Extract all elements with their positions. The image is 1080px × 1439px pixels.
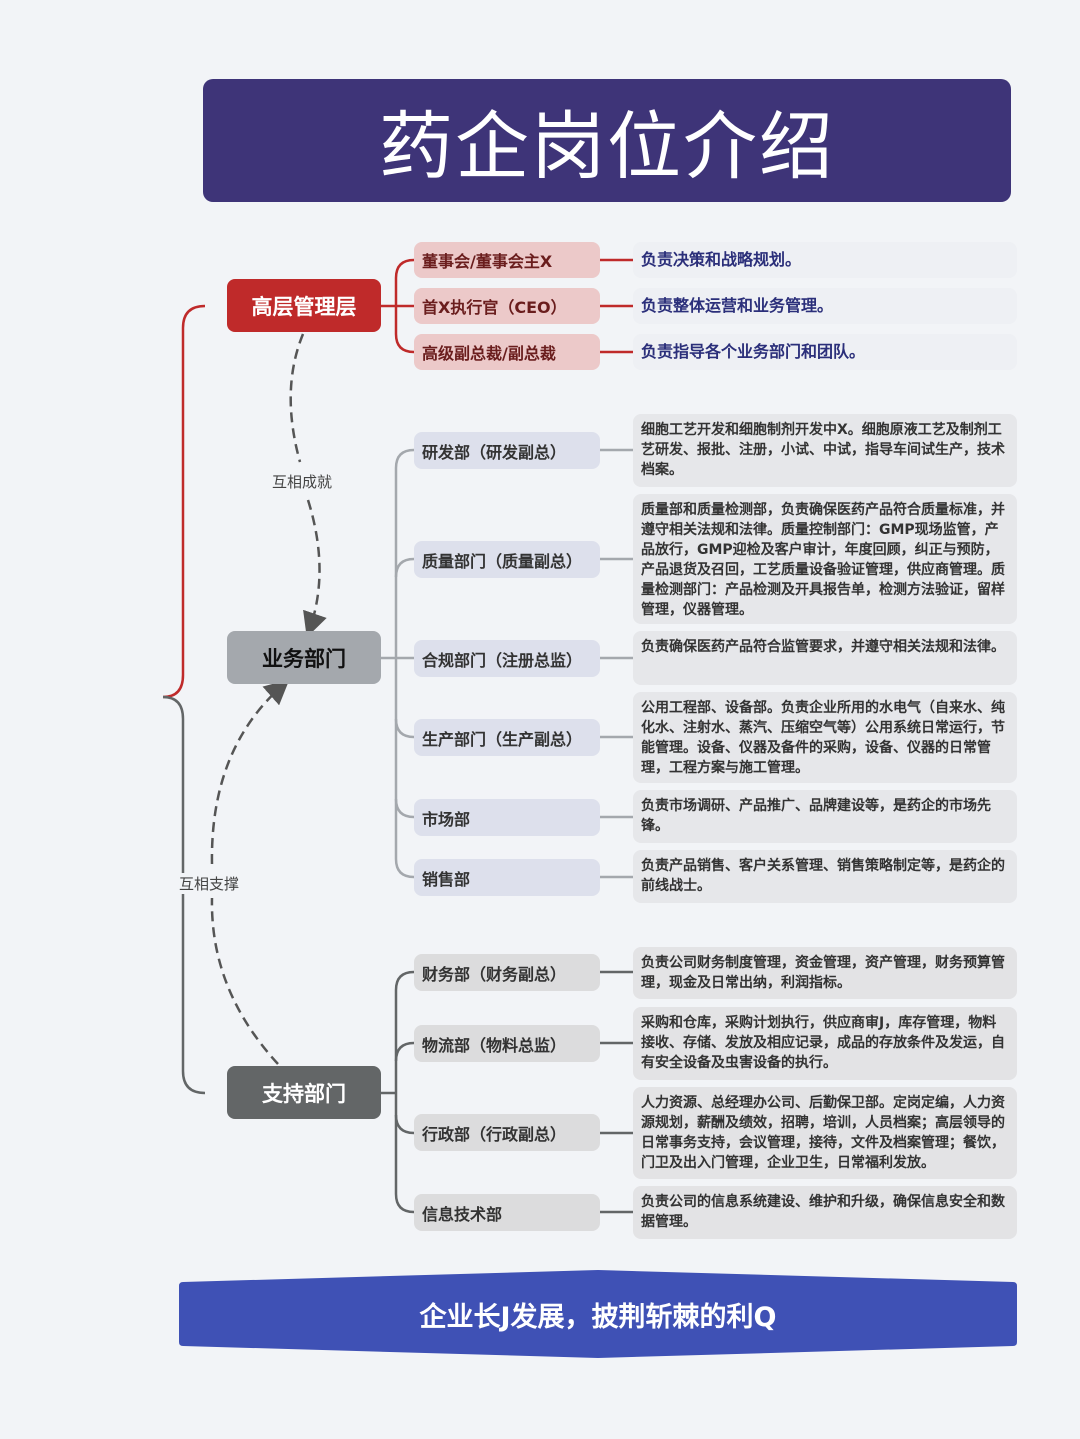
exec-desc-ceo: 负责整体运营和业务管理。	[633, 288, 1017, 324]
exec-desc-svp: 负责指导各个业务部门和团队。	[633, 334, 1017, 370]
dept-it[interactable]: 信息技术部	[414, 1194, 600, 1231]
desc-finance: 负责公司财务制度管理，资金管理，资产管理，财务预算管理，现金及日常出纳，利润指标…	[633, 947, 1017, 999]
node-exec-management[interactable]: 高层管理层	[227, 279, 381, 332]
footer-slogan: 企业长J发展，披荆斩棘的利Q	[419, 1301, 777, 1333]
node-support-departments[interactable]: 支持部门	[227, 1066, 381, 1119]
desc-logistics: 采购和仓库，采购计划执行，供应商审J，库存管理，物料接收、存储、发放及相应记录，…	[633, 1007, 1017, 1080]
dept-rnd[interactable]: 研发部（研发副总）	[414, 432, 600, 469]
desc-rnd: 细胞工艺开发和细胞制剂开发中X。细胞原液工艺及制剂工艺研发、报批、注册，小试、中…	[633, 414, 1017, 487]
dept-admin[interactable]: 行政部（行政副总）	[414, 1114, 600, 1151]
dept-marketing[interactable]: 市场部	[414, 799, 600, 836]
desc-sales: 负责产品销售、客户关系管理、销售策略制定等，是药企的前线战士。	[633, 850, 1017, 903]
desc-it: 负责公司的信息系统建设、维护和升级，确保信息安全和数据管理。	[633, 1186, 1017, 1239]
relation-label-mutual-achievement: 互相成就	[272, 471, 333, 492]
desc-compliance: 负责确保医药产品符合监管要求，并遵守相关法规和法律。	[633, 631, 1017, 685]
dept-finance[interactable]: 财务部（财务副总）	[414, 954, 600, 991]
desc-quality: 质量部和质量检测部，负责确保医药产品符合质量标准，并遵守相关法规和法律。质量控制…	[633, 494, 1017, 624]
node-business-departments[interactable]: 业务部门	[227, 631, 381, 684]
exec-desc-board: 负责决策和战略规划。	[633, 242, 1017, 278]
dept-sales[interactable]: 销售部	[414, 859, 600, 896]
desc-marketing: 负责市场调研、产品推广、品牌建设等，是药企的市场先锋。	[633, 790, 1017, 843]
exec-role-svp[interactable]: 高级副总裁/副总裁	[414, 334, 600, 370]
desc-admin: 人力资源、总经理办公司、后勤保卫部。定岗定编，人力资源规划，薪酬及绩效，招聘，培…	[633, 1087, 1017, 1179]
dept-compliance[interactable]: 合规部门（注册总监）	[414, 640, 600, 677]
page-title: 药企岗位介绍	[203, 79, 1011, 202]
dept-production[interactable]: 生产部门（生产副总）	[414, 719, 600, 756]
dept-logistics[interactable]: 物流部（物料总监）	[414, 1025, 600, 1062]
relation-label-mutual-support: 互相支撑	[179, 873, 240, 894]
dept-quality[interactable]: 质量部门（质量副总）	[414, 541, 600, 578]
desc-production: 公用工程部、设备部。负责企业所用的水电气（自来水、纯化水、注射水、蒸汽、压缩空气…	[633, 692, 1017, 783]
exec-role-ceo[interactable]: 首X执行官（CEO）	[414, 288, 600, 324]
exec-role-board[interactable]: 董事会/董事会主X	[414, 242, 600, 278]
footer-banner-shape	[179, 1270, 1017, 1358]
